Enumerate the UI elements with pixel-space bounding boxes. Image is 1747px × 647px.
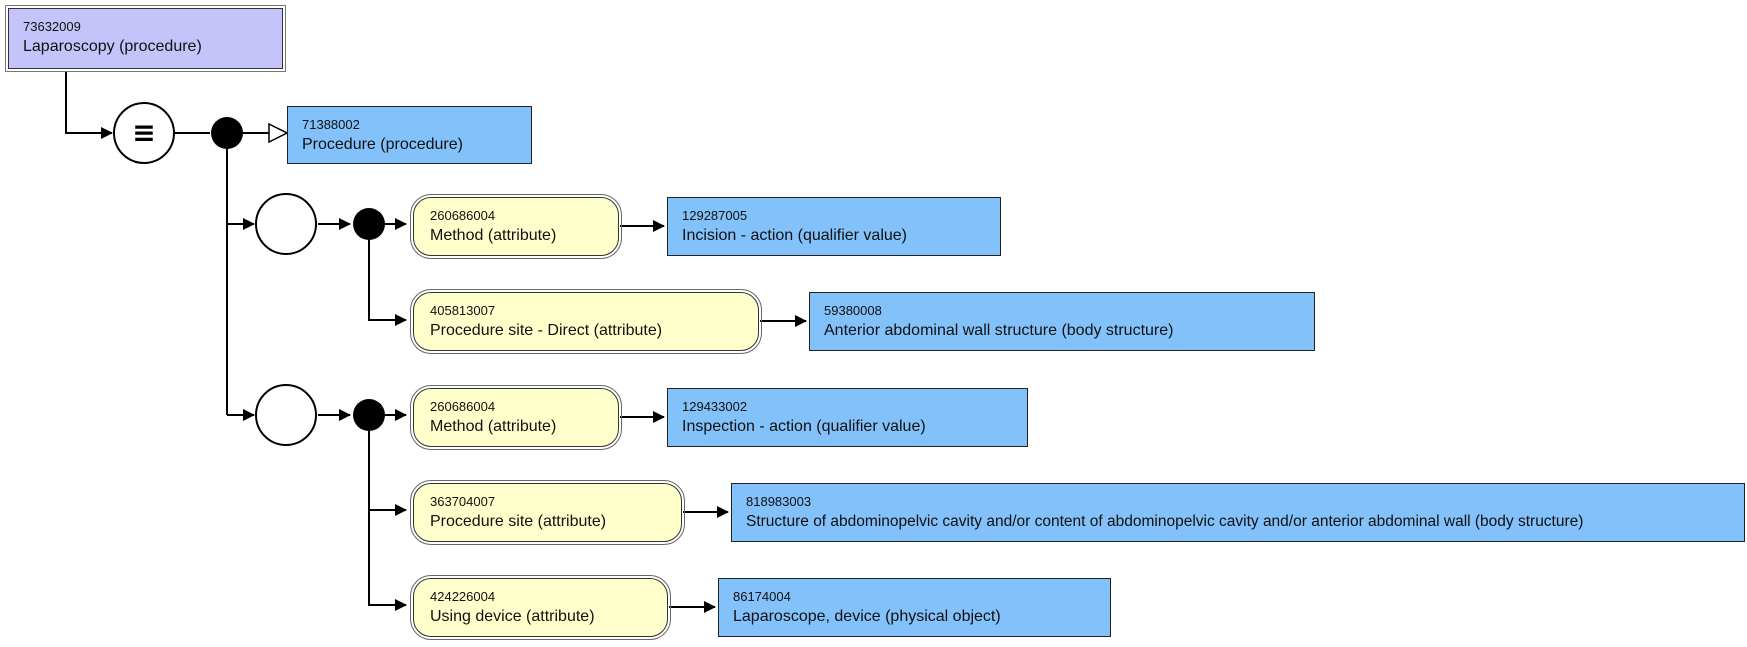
concept-term: Incision - action (qualifier value) <box>682 227 907 244</box>
attribute-term: Using device (attribute) <box>430 608 595 625</box>
concept-id: 59380008 <box>824 303 882 318</box>
attribute-id: 260686004 <box>430 208 496 223</box>
attribute-term: Method (attribute) <box>430 227 557 244</box>
attribute-box[interactable]: 424226004 Using device (attribute) <box>410 575 671 640</box>
value-concept[interactable]: 818983003 Structure of abdominopelvic ca… <box>731 483 1745 542</box>
concept-id: 86174004 <box>733 589 791 604</box>
definition-status-node <box>113 102 175 164</box>
attribute-id: 424226004 <box>430 589 496 604</box>
attribute-box[interactable]: 405813007 Procedure site - Direct (attri… <box>410 289 762 354</box>
attribute-box[interactable]: 260686004 Method (attribute) <box>410 194 622 259</box>
attribute-box[interactable]: 260686004 Method (attribute) <box>410 385 622 450</box>
value-concept[interactable]: 86174004 Laparoscope, device (physical o… <box>718 578 1111 637</box>
attribute-box[interactable]: 363704007 Procedure site (attribute) <box>410 480 685 545</box>
attribute-term: Procedure site (attribute) <box>430 513 607 530</box>
value-concept[interactable]: 129287005 Incision - action (qualifier v… <box>667 197 1001 256</box>
group-conjunction-node <box>353 208 385 240</box>
attribute-group-node <box>255 193 317 255</box>
concept-term: Laparoscope, device (physical object) <box>733 608 1001 625</box>
value-concept[interactable]: 59380008 Anterior abdominal wall structu… <box>809 292 1315 351</box>
attribute-term: Procedure site - Direct (attribute) <box>430 322 663 339</box>
concept-term: Anterior abdominal wall structure (body … <box>824 322 1174 339</box>
conjunction-node <box>211 117 243 149</box>
attribute-id: 363704007 <box>430 494 496 509</box>
group-conjunction-node <box>353 399 385 431</box>
attribute-id: 260686004 <box>430 399 496 414</box>
parent-concept[interactable]: 71388002 Procedure (procedure) <box>287 106 532 164</box>
value-concept[interactable]: 129433002 Inspection - action (qualifier… <box>667 388 1028 447</box>
focus-concept[interactable]: 73632009 Laparoscopy (procedure) <box>5 5 286 72</box>
defined-equivalence-symbol: ≡ <box>132 116 155 149</box>
concept-term: Procedure (procedure) <box>302 136 463 153</box>
concept-id: 73632009 <box>23 19 81 34</box>
concept-id: 818983003 <box>746 494 812 509</box>
concept-id: 129433002 <box>682 399 748 414</box>
concept-id: 71388002 <box>302 117 360 132</box>
concept-id: 129287005 <box>682 208 748 223</box>
attribute-term: Method (attribute) <box>430 418 557 435</box>
attribute-id: 405813007 <box>430 303 496 318</box>
concept-term: Inspection - action (qualifier value) <box>682 418 926 435</box>
attribute-group-node <box>255 384 317 446</box>
concept-term: Structure of abdominopelvic cavity and/o… <box>746 513 1584 530</box>
concept-term: Laparoscopy (procedure) <box>23 38 202 55</box>
